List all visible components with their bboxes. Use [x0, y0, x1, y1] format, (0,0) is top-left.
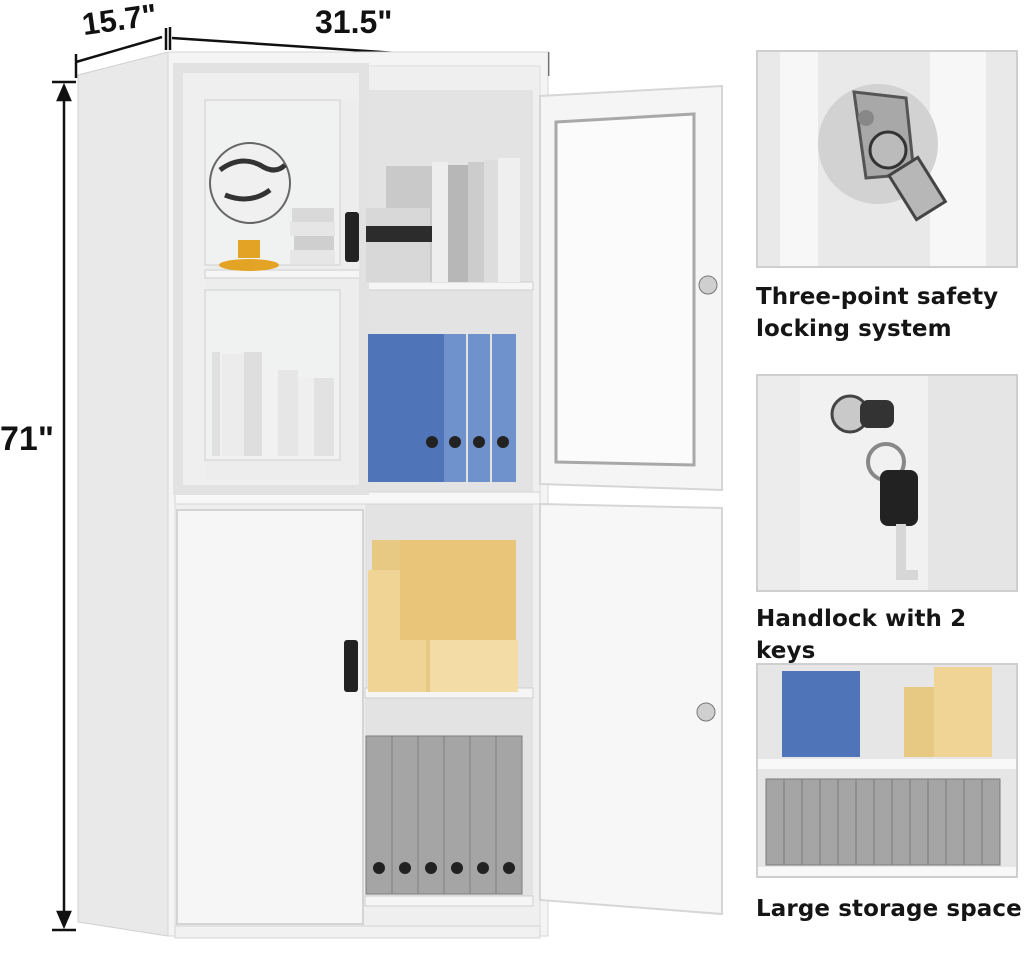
width-dimension-label: 31.5" [315, 4, 393, 40]
key-lock-icon [758, 376, 1016, 590]
open-glass-door-right [539, 84, 723, 492]
tan-file-boxes [368, 540, 518, 692]
books-lower-left [212, 352, 334, 456]
feature-panel-lock [756, 50, 1018, 268]
feature-caption-storage: Large storage space [756, 896, 1022, 922]
books-upper-right [366, 158, 520, 282]
height-dimension-label: 71" [0, 420, 54, 458]
lock-mechanism-icon [758, 52, 1016, 266]
bottom-left-door [176, 509, 364, 925]
gray-binder-holes [373, 862, 515, 874]
feature-panel-storage [756, 663, 1018, 878]
storage-shelves-icon [758, 665, 1016, 876]
open-lower-door-right [539, 502, 723, 916]
feature-caption-handlock: Handlock with 2 keys [756, 606, 967, 664]
globe [209, 142, 291, 271]
blue-binders [368, 334, 516, 482]
feature-caption-lock-line2: locking system [756, 316, 952, 342]
feature-caption-lock-line1: Three-point safety [756, 284, 999, 310]
book-stack-small [290, 208, 335, 264]
feature-panel-handlock [756, 374, 1018, 592]
gray-binders [365, 735, 523, 895]
